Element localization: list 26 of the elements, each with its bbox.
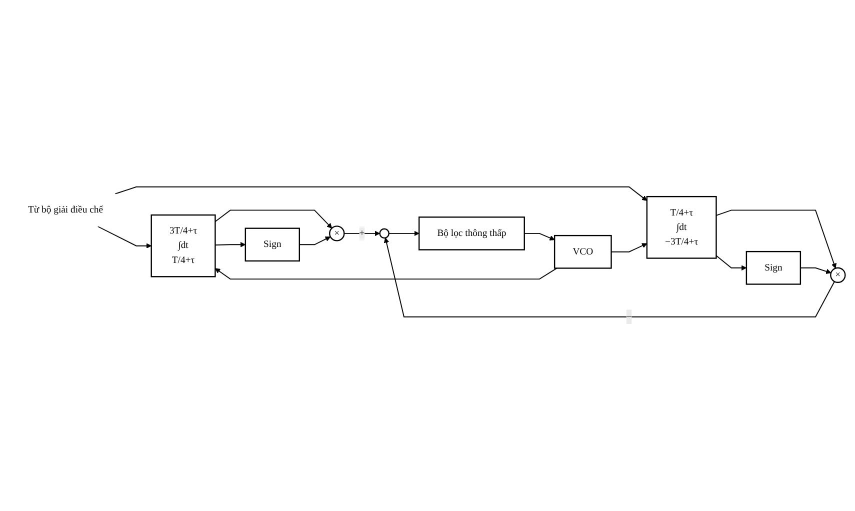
node-box: Sign — [244, 228, 300, 262]
arrow — [716, 210, 836, 269]
arrow — [97, 226, 152, 248]
node-box: Sign — [746, 250, 802, 285]
edge-label: − — [626, 311, 632, 322]
node-circle — [379, 228, 390, 239]
arrow — [716, 255, 747, 271]
arrow — [214, 210, 332, 228]
node-text: Từ bộ giải điều chế — [28, 204, 104, 216]
arrow — [298, 236, 331, 246]
arrow — [800, 267, 832, 274]
edge-label: + — [359, 228, 365, 238]
node-box: VCO — [554, 234, 612, 269]
arrow — [214, 242, 246, 248]
arrow — [344, 230, 380, 236]
arrow — [524, 232, 555, 240]
arrow — [610, 243, 648, 252]
arrow — [384, 238, 835, 318]
node-circle: × — [830, 267, 846, 283]
node-box: Bộ lọc thông thấp — [418, 216, 525, 250]
arrow — [388, 230, 420, 236]
arrow — [114, 186, 648, 201]
node-box: 3T/4+τ ∫dt T/4+τ — [150, 214, 216, 278]
node-box: T/4+τ ∫dt −3T/4+τ — [646, 196, 717, 259]
node-circle: × — [329, 226, 345, 242]
arrow — [214, 268, 558, 280]
